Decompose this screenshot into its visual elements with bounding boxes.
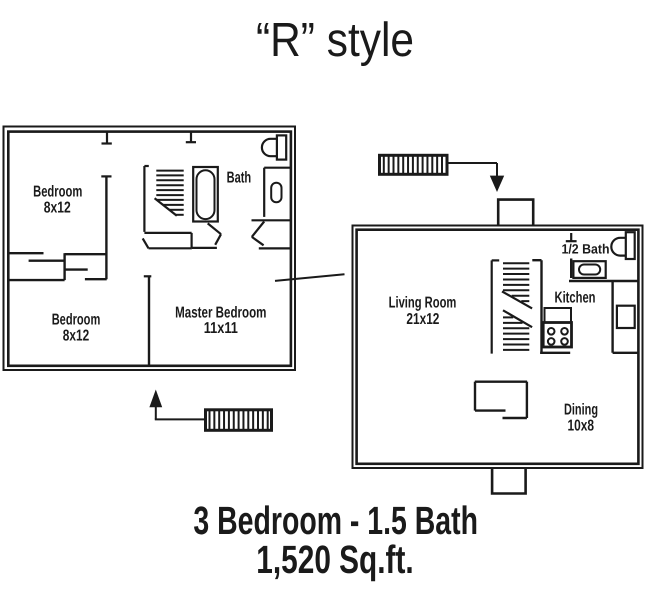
svg-text:1,520 Sq.ft.: 1,520 Sq.ft.: [256, 538, 413, 582]
svg-text:10x8: 10x8: [568, 418, 595, 435]
svg-text:3 Bedroom - 1.5 Bath: 3 Bedroom - 1.5 Bath: [193, 499, 478, 543]
svg-text:Bedroom: Bedroom: [33, 184, 82, 201]
svg-text:Dining: Dining: [564, 402, 598, 419]
svg-text:Kitchen: Kitchen: [555, 290, 596, 307]
svg-text:21x12: 21x12: [406, 311, 439, 328]
svg-text:“R” style: “R” style: [256, 14, 414, 67]
svg-text:8x12: 8x12: [44, 200, 71, 217]
svg-text:11x11: 11x11: [204, 320, 238, 337]
svg-text:Bath: Bath: [227, 170, 252, 187]
svg-text:1/2 Bath: 1/2 Bath: [562, 242, 610, 257]
svg-text:Bedroom: Bedroom: [52, 312, 101, 329]
svg-text:8x12: 8x12: [63, 328, 90, 345]
svg-text:Master Bedroom: Master Bedroom: [175, 304, 266, 321]
svg-text:Living Room: Living Room: [389, 295, 457, 312]
